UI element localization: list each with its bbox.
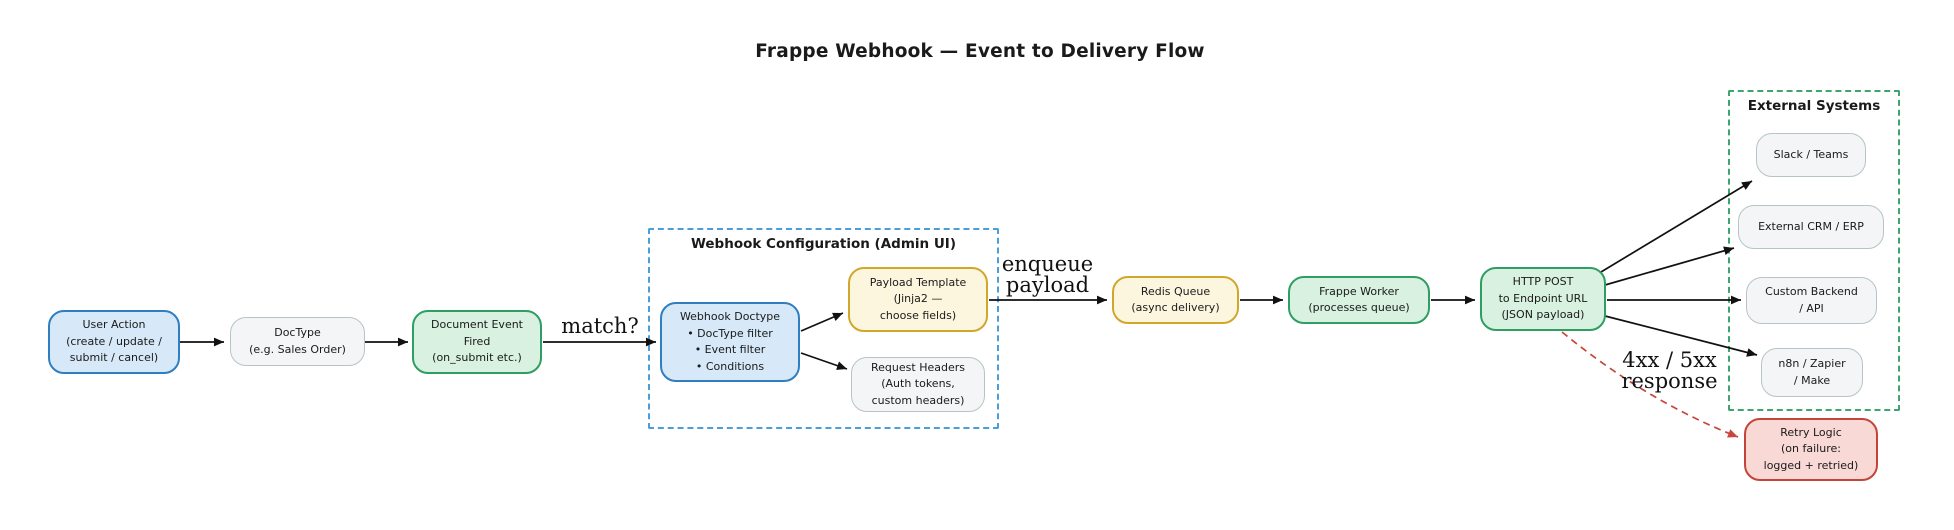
node-custom-backend-api: Custom Backend / API bbox=[1746, 277, 1877, 324]
node-redis-queue: Redis Queue (async delivery) bbox=[1112, 276, 1239, 324]
cluster-webhook-configuration: Webhook Configuration (Admin UI) bbox=[648, 228, 999, 429]
edge-http-post-to-retry-logic bbox=[1561, 331, 1739, 438]
node-payload-template: Payload Template (Jinja2 — choose fields… bbox=[848, 267, 988, 332]
edge-webhook-doctype-to-payload-template bbox=[800, 312, 844, 332]
node-doctype: DocType (e.g. Sales Order) bbox=[230, 317, 365, 366]
edge-webhook-doctype-to-request-headers bbox=[800, 352, 848, 370]
node-user-action: User Action (create / update / submit / … bbox=[48, 310, 180, 374]
edge-http-post-to-slack-teams bbox=[1600, 180, 1753, 273]
node-frappe-worker: Frappe Worker (processes queue) bbox=[1288, 276, 1430, 324]
diagram-title: Frappe Webhook — Event to Delivery Flow bbox=[755, 41, 1205, 62]
edge-label-4xx-5xx-response: 4xx / 5xx response bbox=[1621, 348, 1718, 393]
node-request-headers: Request Headers (Auth tokens, custom hea… bbox=[851, 357, 985, 412]
node-retry-logic: Retry Logic (on failure: logged + retrie… bbox=[1744, 418, 1878, 481]
edge-http-post-to-n8n-zapier bbox=[1604, 315, 1758, 357]
cluster-webhook-configuration-label: Webhook Configuration (Admin UI) bbox=[690, 236, 957, 252]
node-document-event-fired: Document Event Fired (on_submit etc.) bbox=[412, 310, 542, 374]
node-external-crm-erp: External CRM / ERP bbox=[1738, 205, 1884, 249]
edge-http-post-to-external-crm bbox=[1604, 246, 1735, 286]
edge-label-enqueue-payload: enqueue payload bbox=[1001, 252, 1094, 297]
edge-label-match: match? bbox=[561, 314, 639, 338]
node-slack-teams: Slack / Teams bbox=[1756, 133, 1866, 177]
node-http-post: HTTP POST to Endpoint URL (JSON payload) bbox=[1480, 267, 1606, 331]
cluster-external-systems-label: External Systems bbox=[1747, 98, 1881, 114]
node-webhook-doctype: Webhook Doctype • DocType filter • Event… bbox=[660, 302, 800, 382]
node-n8n-zapier-make: n8n / Zapier / Make bbox=[1761, 348, 1863, 397]
